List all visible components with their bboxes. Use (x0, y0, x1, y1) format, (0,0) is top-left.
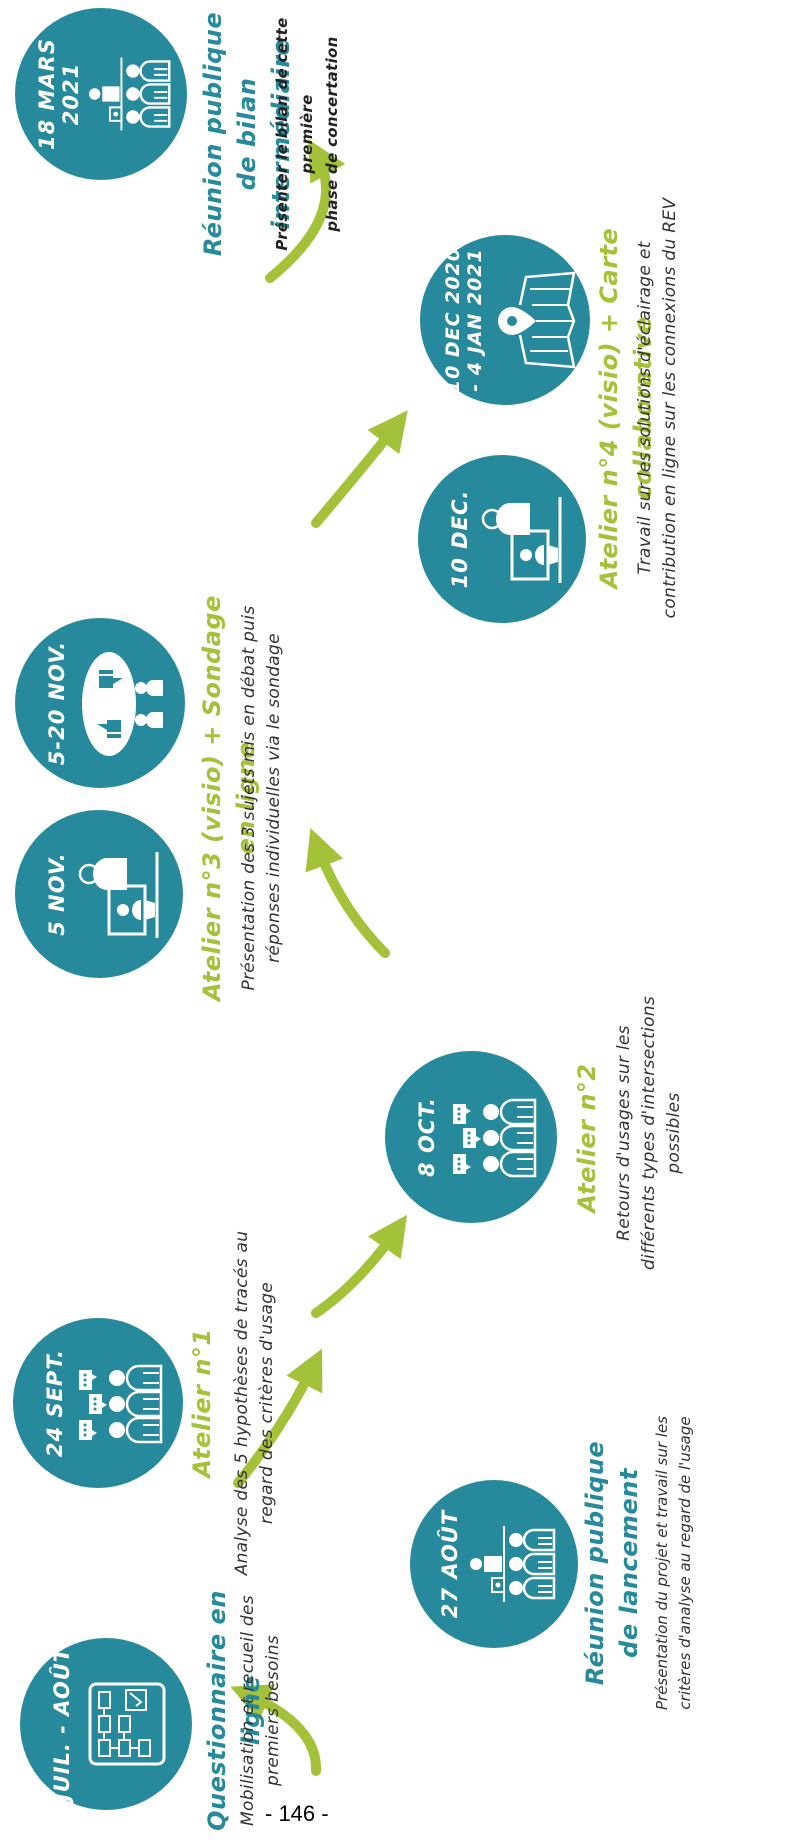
stage-date: 5-20 NOV. (45, 640, 69, 766)
stage-circle-carte: 10 DEC 2020 - 4 JAN 2021 (420, 235, 590, 405)
stage-circle-atelier-3: 5 NOV. (15, 810, 183, 978)
stage-circle-sondage: 5-20 NOV. (15, 618, 185, 788)
stage-circle-reunion-lancement: 27 AOÛT (410, 1480, 578, 1648)
stage-date: 27 AOÛT (438, 1509, 462, 1619)
presenter-audience-icon (470, 1526, 556, 1602)
stage-desc-line: regard des critères d'usage (257, 1281, 277, 1525)
arrow-1-icon (230, 1684, 322, 1776)
stage-title-line: Réunion publique (581, 1440, 609, 1686)
survey-feedback-icon (82, 652, 163, 756)
stage-circle-questionnaire: JUIL. - AOÛT (20, 1638, 192, 1810)
stage-title-line: Atelier n°2 (573, 1063, 601, 1213)
stage-title-atelier-2: Atelier n°2 (570, 1008, 604, 1268)
stage-date: 8 OCT. (415, 1097, 439, 1177)
stage-date: 2021 (59, 62, 83, 126)
stage-date: 24 SEPT. (43, 1348, 67, 1458)
group-discussion-icon (453, 1098, 537, 1178)
arrow-4-icon (305, 827, 390, 958)
group-discussion-icon (79, 1364, 163, 1444)
stage-desc-line: critères d'analyse au regard de l'usage (676, 1416, 694, 1710)
stage-desc-atelier-3: Présentation des 3 sujets mis en débat p… (237, 583, 287, 1013)
stage-circle-atelier-4: 10 DEC. (418, 455, 586, 623)
stage-title-line: de lancement (615, 1468, 643, 1658)
stage-desc-line: Travail sur les solutions d'éclairage et (635, 241, 655, 575)
stage-desc-line: Présenter le bilan de cette première (273, 17, 316, 251)
stage-desc-atelier-2: Retours d'usages sur les différents type… (612, 983, 687, 1283)
flowchart-icon (88, 1682, 166, 1766)
stage-desc-line: Présentation des 3 sujets mis en débat p… (239, 605, 259, 991)
stage-desc-line: phase de concertation (323, 36, 341, 232)
stage-desc-line: différents types d'intersections (639, 995, 659, 1271)
arrow-6-icon (265, 139, 346, 283)
stage-circle-reunion-bilan: 18 MARS 2021 (15, 8, 187, 180)
stage-circle-atelier-2: 8 OCT. (385, 1051, 557, 1223)
map-pin-icon (498, 271, 576, 369)
video-conference-icon (78, 852, 159, 938)
stage-date: 10 DEC. (448, 489, 472, 589)
stage-desc-line: Analyse des 5 hypothèses de tracés au (232, 1230, 252, 1576)
stage-date: 5 NOV. (45, 852, 69, 936)
video-conference-icon (481, 497, 562, 583)
stage-title-line: Réunion publique (199, 11, 227, 257)
stage-desc-atelier-1: Analyse des 5 hypothèses de tracés au re… (230, 1223, 280, 1583)
stage-desc-line: possibles (664, 1092, 684, 1174)
stage-desc-line: Retours d'usages sur les (614, 1025, 634, 1241)
stage-title-line: Atelier n°1 (188, 1328, 216, 1478)
presenter-audience-icon (88, 57, 171, 131)
stage-desc-reunion-lancement: Présentation du projet et travail sur le… (651, 1408, 697, 1718)
stage-desc-line: contribution en ligne sur les connexions… (660, 197, 680, 619)
stage-date: - 4 JAN 2021 (464, 248, 486, 392)
arrow-3-icon (311, 1214, 408, 1318)
stage-date: JUIL. - AOÛT (50, 1646, 74, 1802)
stage-desc-reunion-bilan: Présenter le bilan de cette première pha… (270, 0, 345, 268)
stage-desc-atelier-4: Travail sur les solutions d'éclairage et… (633, 178, 683, 638)
arrow-2-icon (233, 1348, 323, 1488)
stage-desc-line: Présentation du projet et travail sur le… (653, 1415, 671, 1711)
stage-date: 10 DEC 2020 (442, 246, 464, 394)
stage-date: 18 MARS (35, 38, 59, 150)
stage-desc-line: réponses individuelles via le sondage (264, 633, 284, 963)
stage-desc-line: Mobilisation et recueil des (238, 1595, 258, 1826)
stage-title-atelier-1: Atelier n°1 (185, 1263, 219, 1543)
stage-title-reunion-lancement: Réunion publique de lancement (578, 1423, 646, 1703)
arrow-5-icon (311, 410, 408, 528)
stage-circle-atelier-1: 24 SEPT. (13, 1318, 183, 1488)
page-number: - 146 - (265, 1801, 329, 1826)
